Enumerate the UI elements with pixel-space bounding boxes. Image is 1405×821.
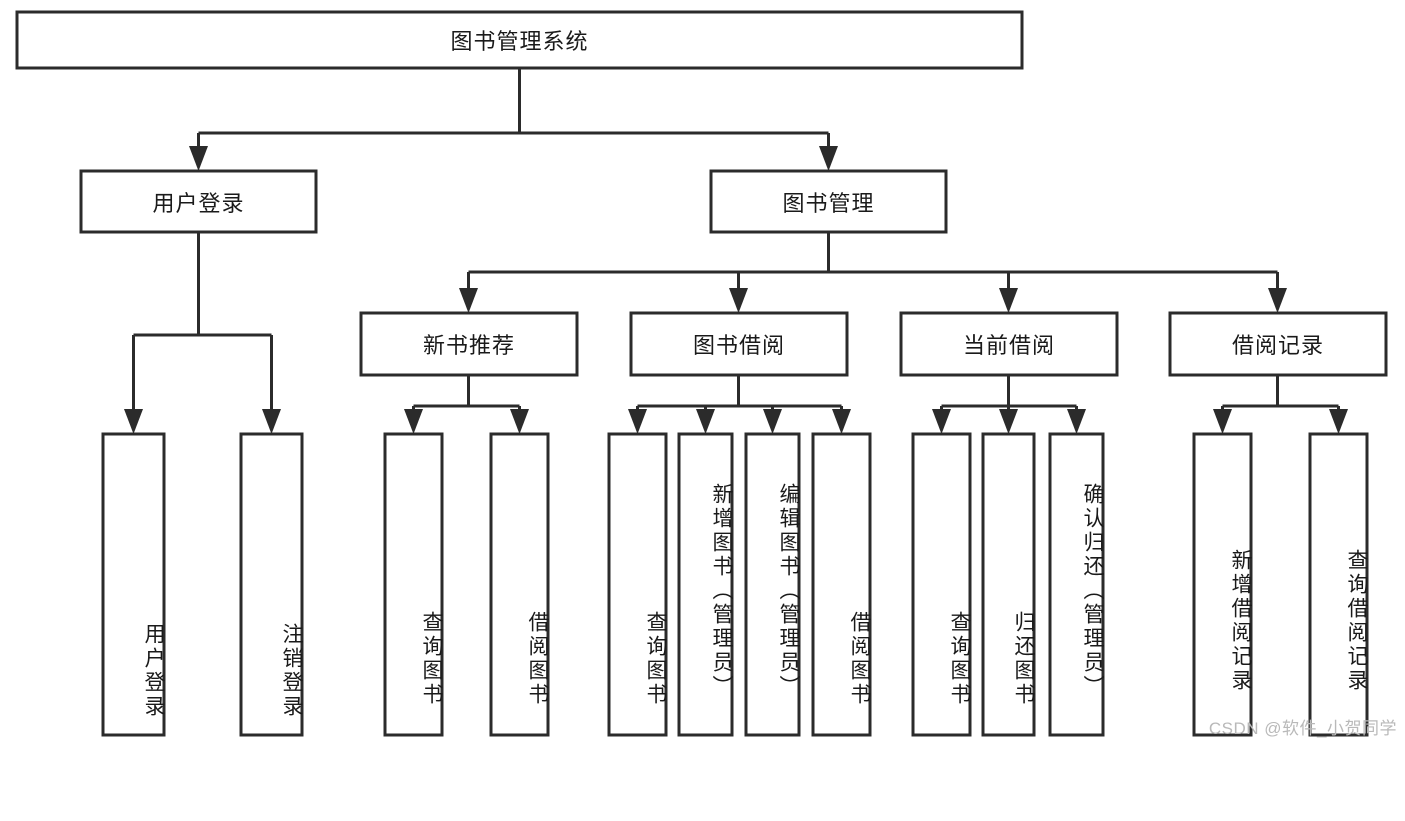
arrow-head-leaf-confirm-return [1067, 409, 1086, 434]
arrow-head-leaf-query-book-3 [932, 409, 951, 434]
node-leaf-query-book-2[interactable] [607, 432, 668, 737]
diagram-canvas: 图书管理系统 用户登录 图书管理 新书推荐 图书借阅 当前借阅 借阅记录 用户登… [15, 10, 1396, 738]
arrow-head-leaf-edit-book [763, 409, 782, 434]
node-leaf-confirm-return[interactable] [1048, 432, 1105, 737]
connector-group-user-login [124, 232, 281, 434]
connector-group-current-borrow [932, 375, 1086, 434]
connector-group-root [189, 68, 838, 171]
connector-group-borrow-record [1213, 375, 1348, 434]
node-leaf-return-book[interactable] [981, 432, 1036, 737]
arrow-head-leaf-query-book-1 [404, 409, 423, 434]
node-leaf-add-book[interactable] [677, 432, 734, 737]
connector-group-book-management [459, 232, 1287, 313]
connector-group-new-book-recommend [404, 375, 529, 434]
arrow-head-leaf-user-login [124, 409, 143, 434]
node-leaf-query-book-1[interactable] [383, 432, 444, 737]
arrow-head-user-login [189, 146, 208, 171]
node-current-borrow[interactable] [899, 311, 1119, 377]
node-borrow-record[interactable] [1168, 311, 1388, 377]
diagram-svg [15, 10, 1388, 737]
arrow-head-leaf-return-book [999, 409, 1018, 434]
arrow-head-leaf-borrow-book-2 [832, 409, 851, 434]
arrow-head-leaf-add-record [1213, 409, 1232, 434]
arrow-head-book-management [819, 146, 838, 171]
arrow-head-leaf-borrow-book-1 [510, 409, 529, 434]
arrow-head-current-borrow [999, 288, 1018, 313]
node-leaf-query-book-3[interactable] [911, 432, 972, 737]
node-leaf-borrow-book-2[interactable] [811, 432, 872, 737]
node-user-login[interactable] [79, 169, 318, 234]
arrow-head-new-book-recommend [459, 288, 478, 313]
node-leaf-borrow-book-1[interactable] [489, 432, 550, 737]
arrow-head-leaf-logout [262, 409, 281, 434]
node-leaf-query-record[interactable] [1308, 432, 1369, 737]
node-leaf-edit-book[interactable] [744, 432, 801, 737]
arrow-head-book-borrow [729, 288, 748, 313]
arrow-head-leaf-query-book-2 [628, 409, 647, 434]
node-leaf-user-login[interactable] [101, 432, 166, 737]
arrow-head-leaf-add-book [696, 409, 715, 434]
connector-group-book-borrow [628, 375, 851, 434]
node-leaf-logout[interactable] [239, 432, 304, 737]
node-root[interactable] [15, 10, 1024, 70]
arrow-head-leaf-query-record [1329, 409, 1348, 434]
node-leaf-add-record[interactable] [1192, 432, 1253, 737]
node-new-book-recommend[interactable] [359, 311, 579, 377]
arrow-head-borrow-record [1268, 288, 1287, 313]
node-book-management[interactable] [709, 169, 948, 234]
node-book-borrow[interactable] [629, 311, 849, 377]
